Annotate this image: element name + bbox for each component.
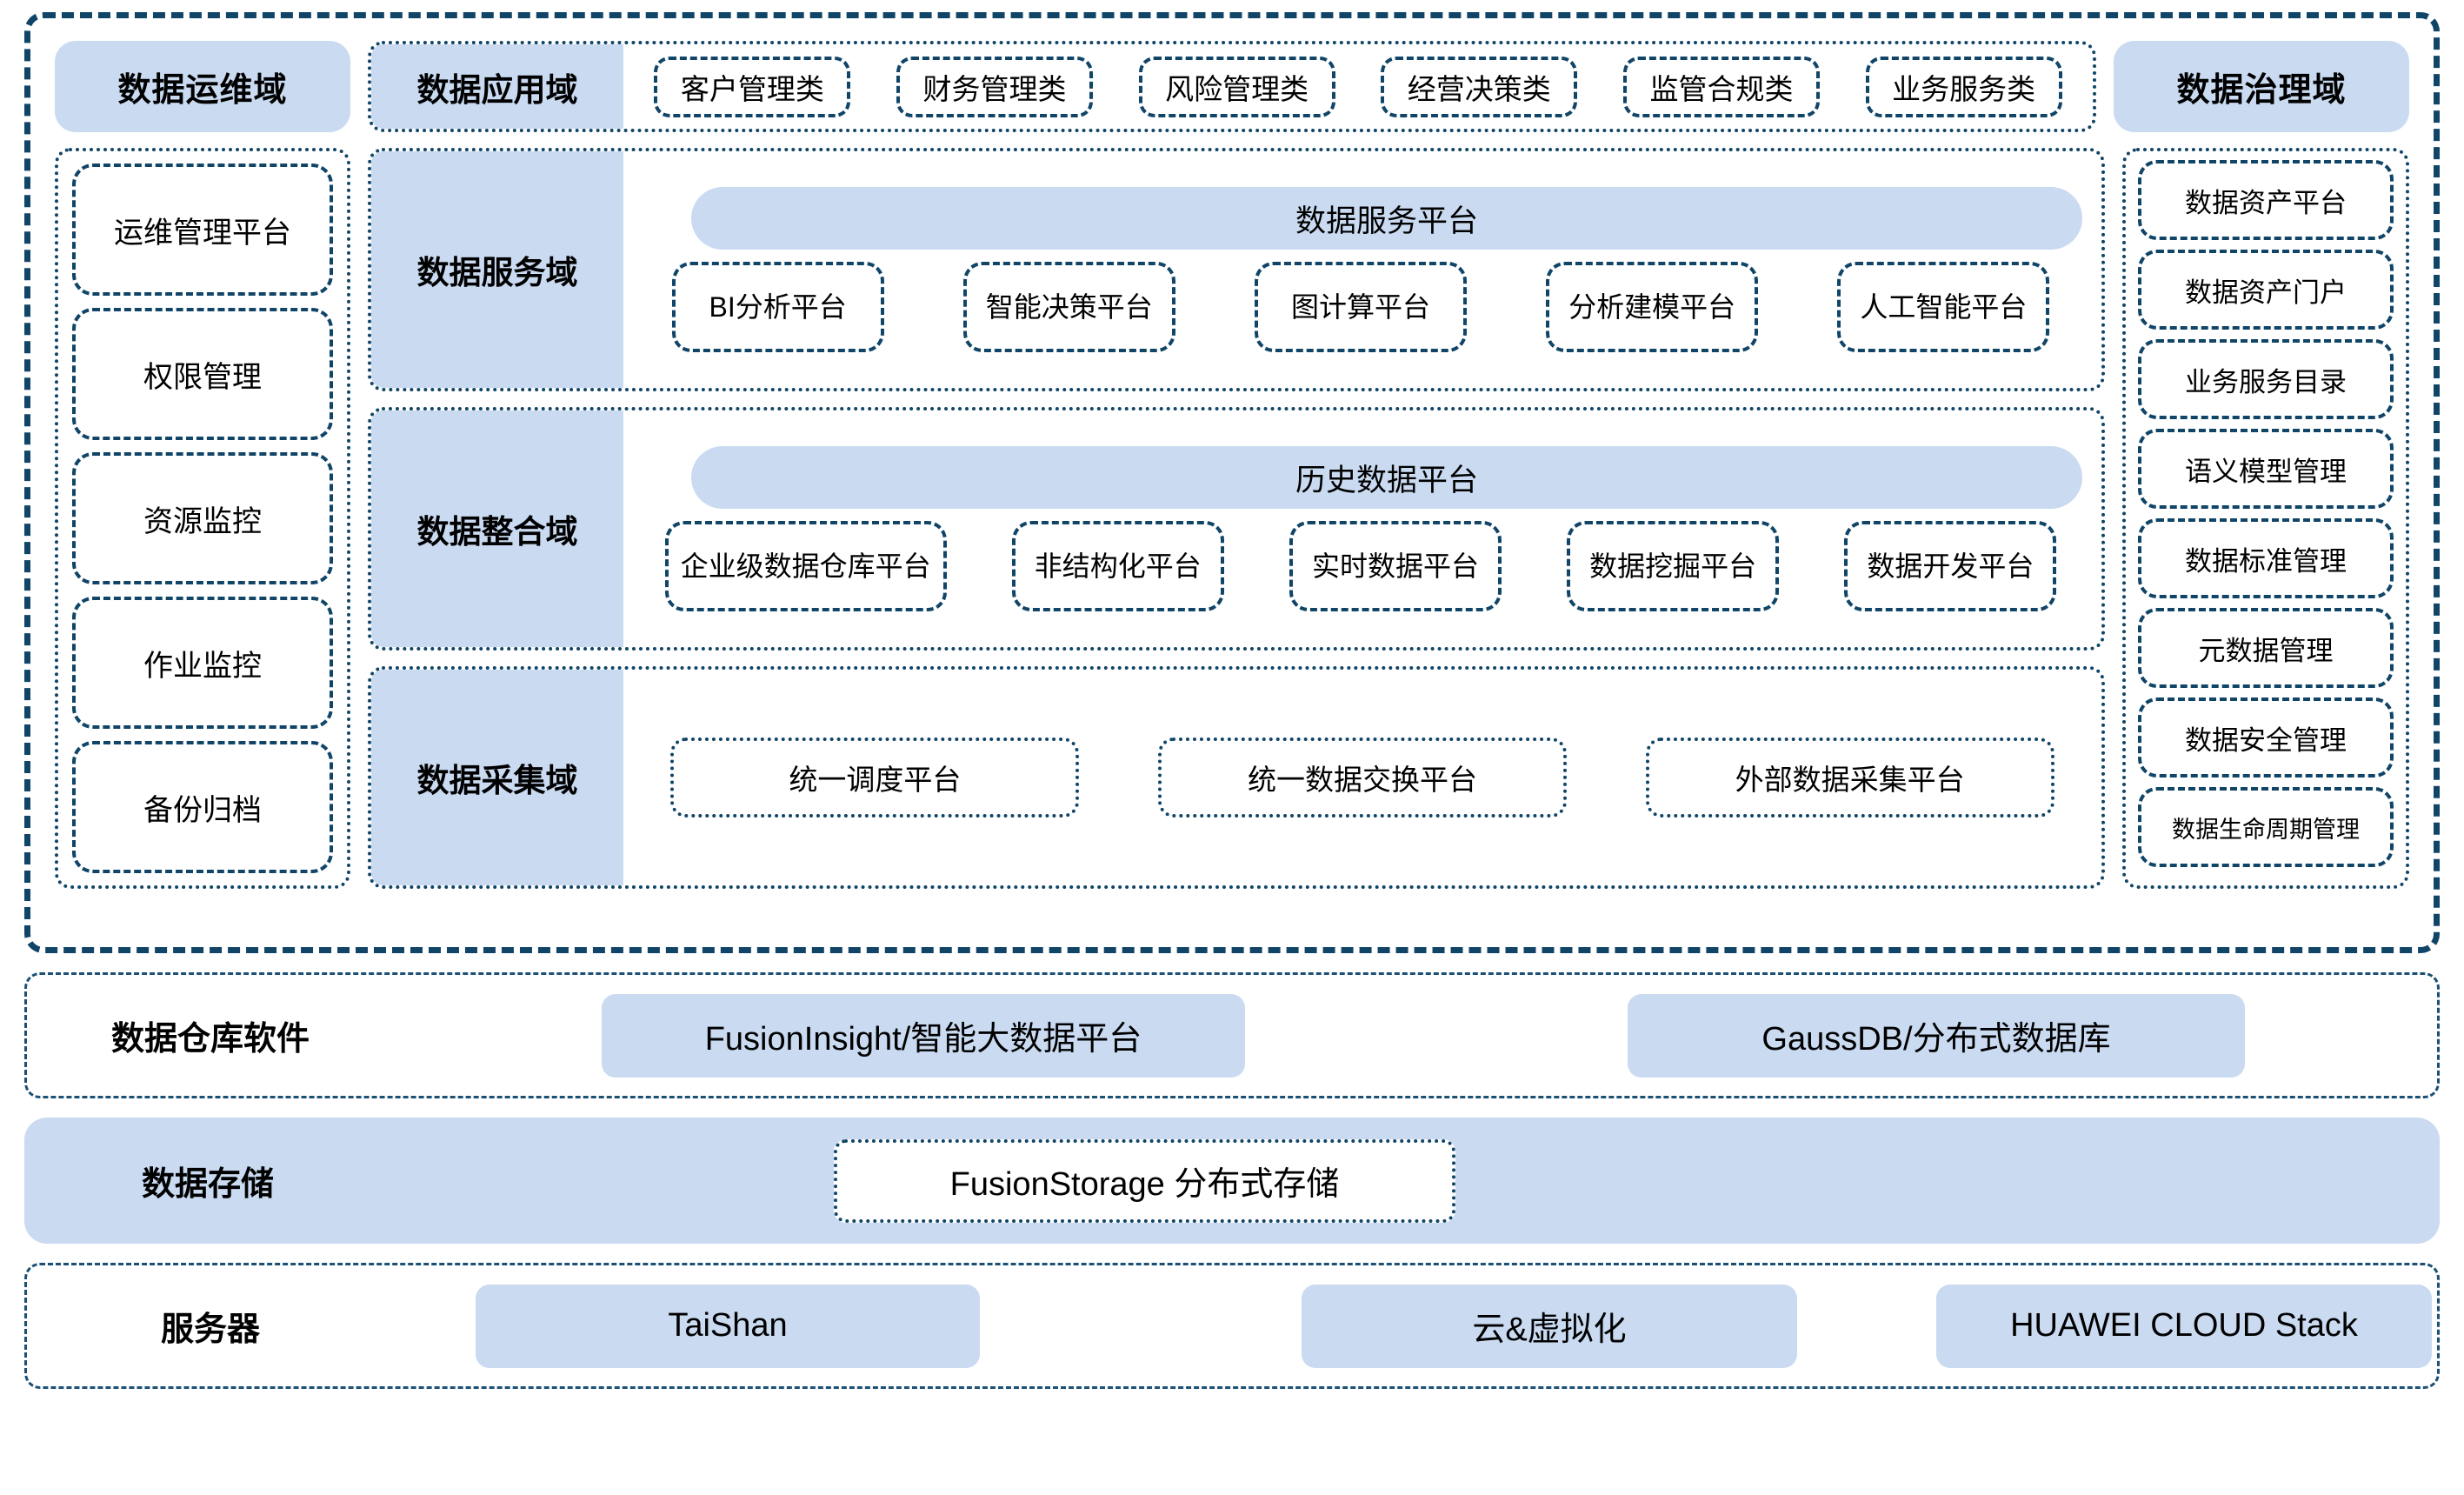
- integration-domain-band: 数据整合域 历史数据平台 企业级数据仓库平台 非结构化平台 实时数据平台 数据挖…: [368, 407, 2105, 651]
- collection-item[interactable]: 外部数据采集平台: [1645, 737, 2054, 818]
- collection-item[interactable]: 统一数据交换平台: [1157, 737, 1567, 818]
- integration-domain-body: 历史数据平台 企业级数据仓库平台 非结构化平台 实时数据平台 数据挖掘平台 数据…: [623, 410, 2101, 647]
- server-item[interactable]: TaiShan: [476, 1284, 980, 1368]
- service-item[interactable]: 人工智能平台: [1837, 262, 2050, 352]
- service-item[interactable]: BI分析平台: [671, 262, 884, 352]
- architecture-diagram: 数据运维域 数据应用域 客户管理类 财务管理类 风险管理类 经营决策类 监管合规…: [0, 12, 2464, 1495]
- governance-item[interactable]: 数据生命周期管理: [2138, 787, 2394, 867]
- server-item[interactable]: HUAWEI CLOUD Stack: [1936, 1284, 2432, 1368]
- integration-domain-chip-row: 企业级数据仓库平台 非结构化平台 实时数据平台 数据挖掘平台 数据开发平台: [639, 521, 2082, 611]
- collection-item[interactable]: 统一调度平台: [670, 737, 1080, 818]
- data-service-platform-bar[interactable]: 数据服务平台: [691, 187, 2082, 250]
- top-domain-row: 数据运维域 数据应用域 客户管理类 财务管理类 风险管理类 经营决策类 监管合规…: [55, 41, 2409, 132]
- app-category-chip[interactable]: 经营决策类: [1381, 56, 1578, 117]
- governance-item[interactable]: 元数据管理: [2138, 608, 2394, 688]
- application-category-list: 客户管理类 财务管理类 风险管理类 经营决策类 监管合规类 业务服务类: [623, 44, 2093, 129]
- app-category-chip[interactable]: 监管合规类: [1622, 56, 1820, 117]
- integration-item[interactable]: 数据开发平台: [1844, 521, 2057, 611]
- storage-items: FusionStorage 分布式存储: [351, 1118, 2400, 1244]
- server-label: 服务器: [160, 1311, 260, 1348]
- ops-item[interactable]: 作业监控: [72, 597, 333, 729]
- history-data-platform-bar[interactable]: 历史数据平台: [691, 446, 2082, 509]
- app-category-chip[interactable]: 业务服务类: [1865, 56, 2062, 117]
- storage-item[interactable]: FusionStorage 分布式存储: [834, 1138, 1455, 1223]
- service-domain-label: 数据服务域: [371, 151, 623, 388]
- integration-item[interactable]: 实时数据平台: [1289, 521, 1502, 611]
- center-domain-stack: 数据服务域 数据服务平台 BI分析平台 智能决策平台 图计算平台 分析建模平台 …: [368, 148, 2105, 889]
- app-category-chip[interactable]: 财务管理类: [896, 56, 1093, 117]
- governance-domain-column: 数据资产平台 数据资产门户 业务服务目录 语义模型管理 数据标准管理 元数据管理…: [2122, 148, 2409, 889]
- ops-domain-column: 运维管理平台 权限管理 资源监控 作业监控 备份归档: [55, 148, 350, 889]
- app-category-chip[interactable]: 风险管理类: [1138, 56, 1335, 117]
- server-items: TaiShan 云&虚拟化 HUAWEI CLOUD Stack: [354, 1265, 2432, 1386]
- service-item[interactable]: 图计算平台: [1254, 262, 1467, 352]
- collection-domain-label: 数据采集域: [371, 670, 623, 885]
- governance-item[interactable]: 数据安全管理: [2138, 697, 2394, 778]
- platform-frame: 数据运维域 数据应用域 客户管理类 财务管理类 风险管理类 经营决策类 监管合规…: [24, 12, 2440, 953]
- integration-item[interactable]: 企业级数据仓库平台: [664, 521, 947, 611]
- application-domain-container: 数据应用域 客户管理类 财务管理类 风险管理类 经营决策类 监管合规类 业务服务…: [368, 41, 2096, 132]
- ops-item[interactable]: 资源监控: [72, 452, 333, 584]
- ops-item[interactable]: 备份归档: [72, 741, 333, 873]
- governance-item[interactable]: 数据资产平台: [2138, 160, 2394, 240]
- service-domain-band: 数据服务域 数据服务平台 BI分析平台 智能决策平台 图计算平台 分析建模平台 …: [368, 148, 2105, 391]
- warehouse-software-items: FusionInsight/智能大数据平台 GaussDB/分布式数据库: [354, 975, 2397, 1096]
- app-category-chip[interactable]: 客户管理类: [654, 56, 851, 117]
- governance-domain-chip[interactable]: 数据治理域: [2114, 41, 2409, 132]
- governance-item[interactable]: 业务服务目录: [2138, 339, 2394, 419]
- server-item[interactable]: 云&虚拟化: [1302, 1284, 1797, 1368]
- warehouse-item[interactable]: FusionInsight/智能大数据平台: [602, 993, 1245, 1078]
- collection-domain-items: 统一调度平台 统一数据交换平台 外部数据采集平台: [623, 670, 2101, 885]
- storage-band: 数据存储 FusionStorage 分布式存储: [24, 1118, 2440, 1244]
- ops-item[interactable]: 运维管理平台: [72, 164, 333, 296]
- integration-item[interactable]: 非结构化平台: [1011, 521, 1224, 611]
- service-item[interactable]: 智能决策平台: [962, 262, 1175, 352]
- server-band: 服务器 TaiShan 云&虚拟化 HUAWEI CLOUD Stack: [24, 1263, 2440, 1389]
- governance-item[interactable]: 数据资产门户: [2138, 250, 2394, 330]
- governance-item[interactable]: 语义模型管理: [2138, 429, 2394, 509]
- platform-body-row: 运维管理平台 权限管理 资源监控 作业监控 备份归档 数据服务域 数据服务平台 …: [55, 148, 2409, 889]
- governance-item[interactable]: 数据标准管理: [2138, 518, 2394, 598]
- warehouse-item[interactable]: GaussDB/分布式数据库: [1628, 993, 2245, 1078]
- warehouse-software-label: 数据仓库软件: [110, 1021, 310, 1058]
- service-item[interactable]: 分析建模平台: [1546, 262, 1759, 352]
- application-domain-label: 数据应用域: [371, 44, 623, 129]
- warehouse-software-band: 数据仓库软件 FusionInsight/智能大数据平台 GaussDB/分布式…: [24, 972, 2440, 1098]
- storage-label: 数据存储: [141, 1166, 274, 1203]
- collection-domain-band: 数据采集域 统一调度平台 统一数据交换平台 外部数据采集平台: [368, 666, 2105, 889]
- integration-domain-label: 数据整合域: [371, 410, 623, 647]
- integration-item[interactable]: 数据挖掘平台: [1567, 521, 1780, 611]
- ops-domain-chip[interactable]: 数据运维域: [55, 41, 350, 132]
- ops-item[interactable]: 权限管理: [72, 308, 333, 440]
- service-domain-chip-row: BI分析平台 智能决策平台 图计算平台 分析建模平台 人工智能平台: [639, 262, 2082, 352]
- service-domain-body: 数据服务平台 BI分析平台 智能决策平台 图计算平台 分析建模平台 人工智能平台: [623, 151, 2101, 388]
